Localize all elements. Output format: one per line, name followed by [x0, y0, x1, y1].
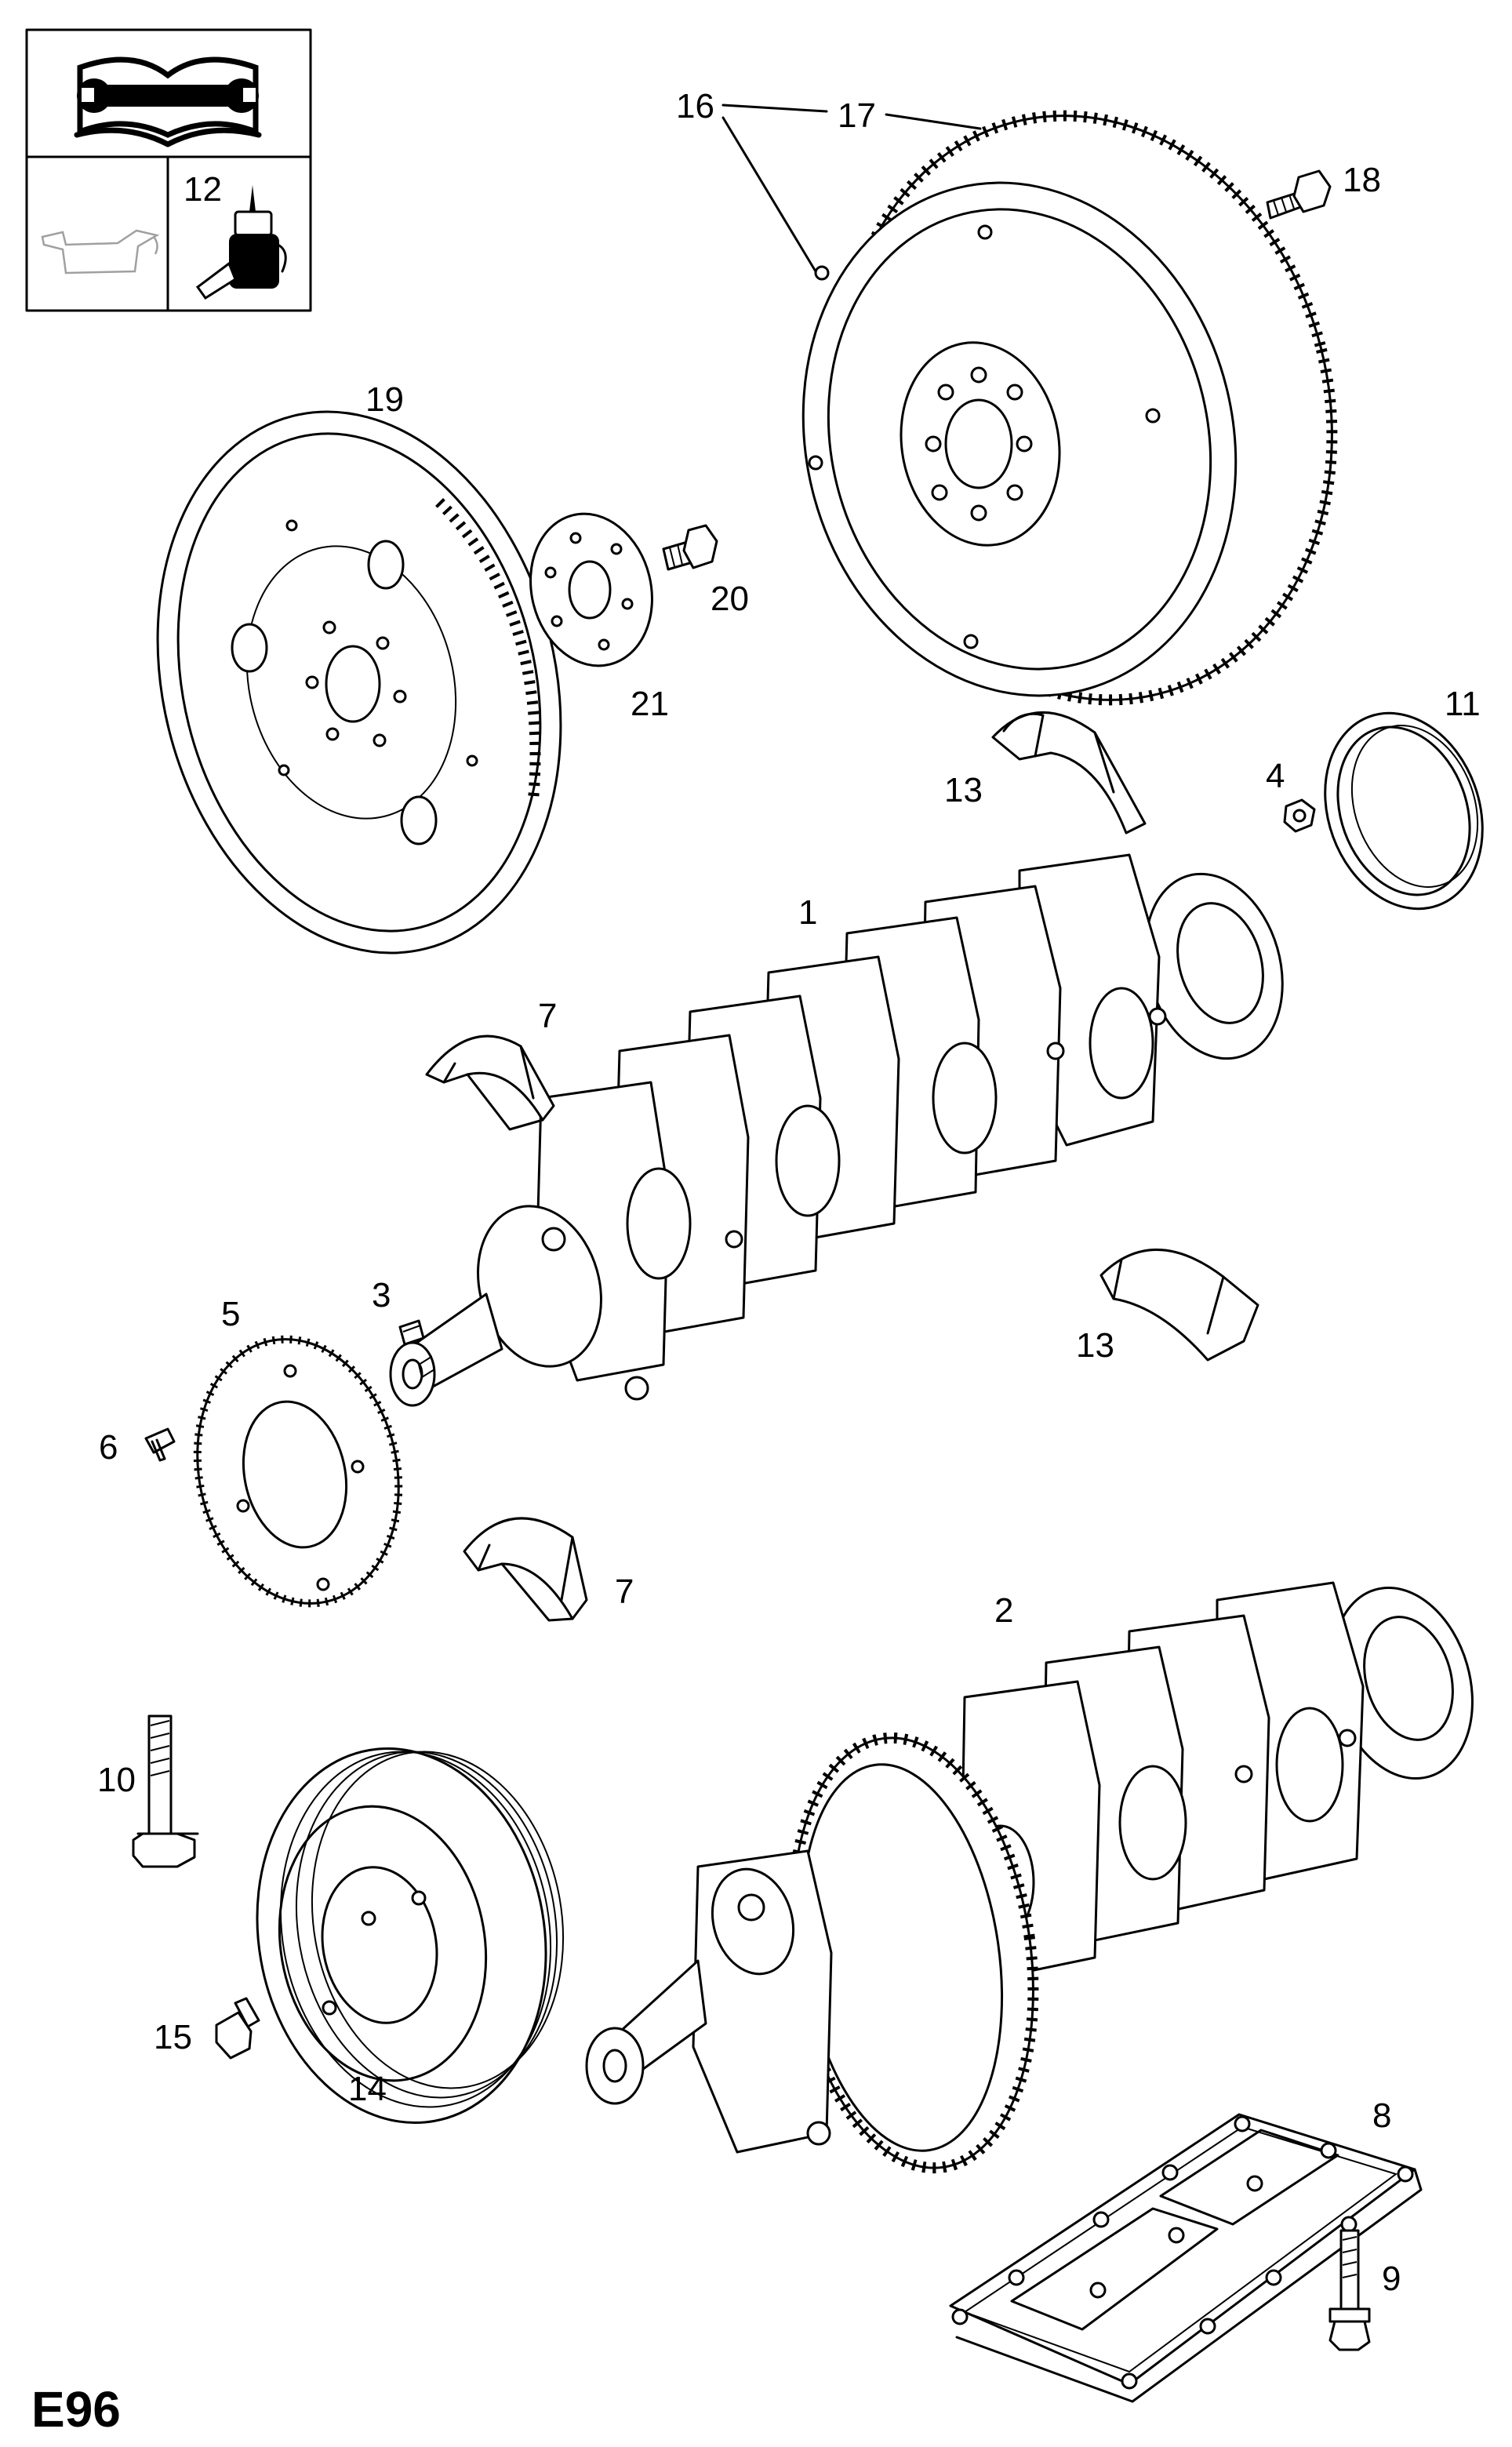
leader-17 [885, 113, 982, 130]
callout-21: 21 [631, 685, 669, 723]
leader-16-17 [721, 104, 828, 113]
pulley-screw [215, 1997, 260, 2060]
callout-7-lower: 7 [615, 1573, 634, 1611]
diagram-code: E96 [31, 2381, 121, 2438]
crankshaft-1 [389, 853, 1284, 1407]
callout-3: 3 [372, 1276, 391, 1314]
flywheel-bolt [1266, 169, 1332, 220]
bearing-shell-lower [463, 1517, 588, 1622]
callout-6: 6 [99, 1428, 118, 1467]
callout-7-upper: 7 [538, 997, 557, 1035]
callout-11: 11 [1445, 685, 1481, 723]
sensor-wheel [193, 1335, 403, 1608]
sensor-wheel-screw [144, 1427, 176, 1462]
callout-14: 14 [348, 2070, 387, 2108]
thrust-bearing-upper [991, 711, 1147, 834]
flywheel [801, 110, 1338, 706]
callout-17: 17 [838, 96, 876, 135]
key [398, 1319, 425, 1346]
callout-16: 16 [676, 87, 714, 125]
flexplate-bolt [662, 524, 718, 571]
nut [1283, 798, 1316, 833]
thrust-bearing-lower [1099, 1249, 1259, 1362]
bearing-bridge [949, 2113, 1423, 2403]
callout-19: 19 [365, 380, 404, 419]
washer-plate [529, 512, 653, 667]
callout-18: 18 [1343, 161, 1381, 199]
callout-13-upper: 13 [944, 771, 983, 809]
callout-4: 4 [1266, 757, 1285, 795]
manual-wrench-icon [74, 56, 262, 147]
pulley [256, 1747, 565, 2124]
bearing-shell-upper [425, 1034, 555, 1131]
legend-item-12: 12 [184, 170, 222, 209]
callout-1: 1 [798, 893, 817, 932]
flexplate [156, 410, 562, 954]
crankshaft-2 [585, 1581, 1474, 2174]
leader-16 [721, 116, 817, 273]
seal-ring [1324, 711, 1484, 911]
legend-box: 12 [25, 28, 312, 312]
callout-8: 8 [1372, 2096, 1391, 2135]
sealant-bottle-icon: 12 [184, 170, 287, 300]
oil-can-icon [41, 229, 160, 275]
callout-15: 15 [154, 2018, 192, 2056]
bridge-bolt [1328, 2229, 1371, 2351]
callout-9: 9 [1382, 2260, 1401, 2298]
callout-20: 20 [711, 580, 749, 618]
callout-10: 10 [97, 1761, 136, 1799]
callout-5: 5 [221, 1295, 240, 1333]
callout-13-lower: 13 [1076, 1326, 1114, 1365]
callout-2: 2 [994, 1591, 1013, 1630]
pulley-bolt [132, 1714, 199, 1868]
